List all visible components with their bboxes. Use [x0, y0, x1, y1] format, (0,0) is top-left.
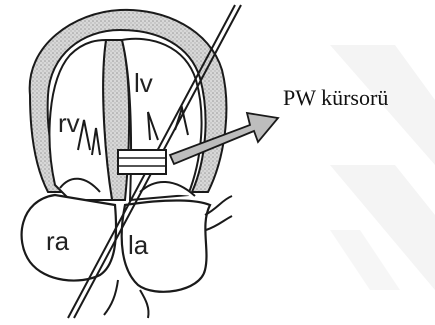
label-la: la: [128, 230, 149, 260]
sample-volume: [118, 150, 166, 174]
left-ventricle: [122, 39, 202, 200]
label-lv: lv: [134, 68, 153, 98]
label-rv: rv: [58, 108, 80, 138]
watermark: [330, 45, 435, 290]
label-ra: ra: [46, 226, 70, 256]
pw-cursor-label: PW kürsorü: [283, 85, 388, 110]
